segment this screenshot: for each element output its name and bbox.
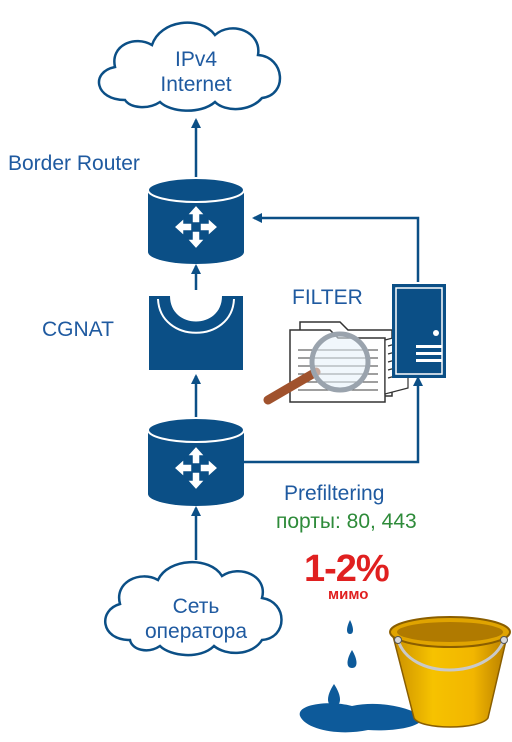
operator-cloud-line2: оператора	[144, 620, 248, 643]
internet-cloud-line2: Internet	[160, 73, 232, 96]
operator-cloud-line1: Сеть	[172, 595, 220, 618]
internet-cloud-label: IPv4 Internet	[146, 47, 246, 97]
connection-lines	[191, 118, 423, 560]
border-router-label: Border Router	[8, 152, 140, 175]
ports-label: порты: 80, 443	[276, 510, 417, 533]
operator-cloud-label: Сеть оператора	[136, 594, 256, 644]
water-drops-icon	[299, 620, 423, 733]
magnifier-icon	[263, 331, 371, 405]
cgnat-icon	[149, 296, 243, 370]
bypass-label: мимо	[328, 586, 369, 603]
filter-label: FILTER	[292, 286, 363, 309]
edge-router-icon	[147, 417, 245, 506]
internet-cloud-icon	[97, 21, 282, 112]
operator-network-cloud-icon	[104, 561, 283, 657]
internet-cloud-line1: IPv4	[174, 48, 218, 71]
border-router-icon	[147, 177, 245, 264]
cgnat-label: CGNAT	[42, 318, 114, 341]
filter-server-icon	[392, 284, 446, 378]
bucket-icon	[389, 616, 511, 728]
prefiltering-label: Prefiltering	[284, 482, 385, 505]
bypass-percent-label: 1-2%	[304, 548, 390, 590]
